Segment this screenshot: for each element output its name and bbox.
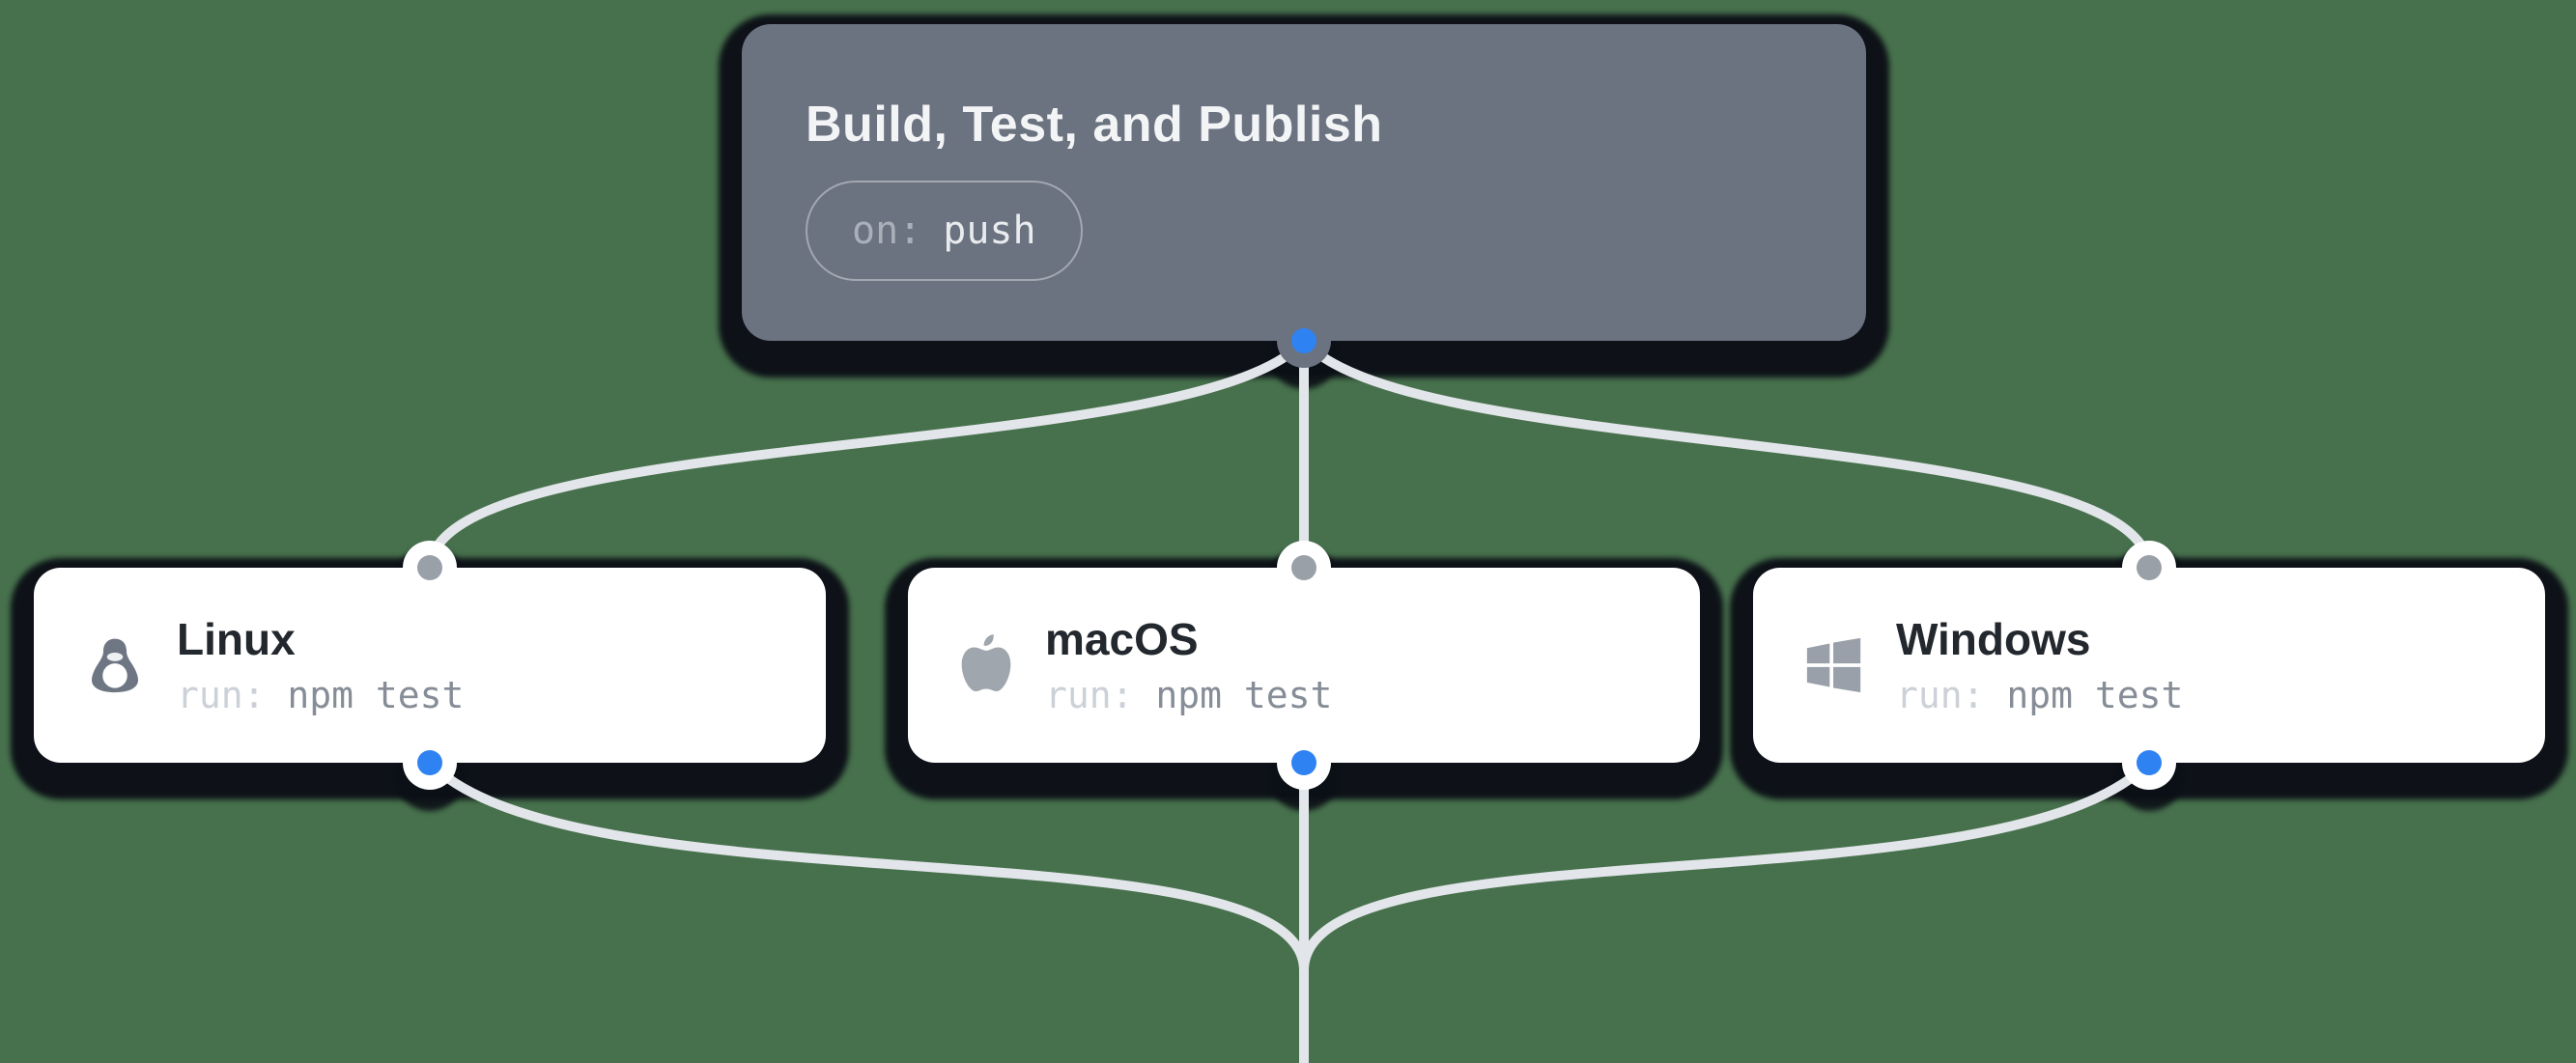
badge-key: on:: [852, 209, 922, 253]
badge-value: push: [943, 209, 1036, 253]
windows-output-port: [2137, 750, 2162, 775]
run-value: npm test: [287, 674, 465, 716]
trigger-output-port: [1291, 328, 1316, 353]
windows-input-port: [2137, 555, 2162, 580]
run-value: npm test: [1155, 674, 1333, 716]
windows-icon: [1805, 636, 1863, 694]
job-run-command: run: npm test: [1896, 675, 2183, 715]
edge-linux-next: [425, 758, 1309, 1063]
trigger-title: Build, Test, and Publish: [806, 97, 1383, 153]
trigger-node[interactable]: Build, Test, and Publish on: push: [742, 24, 1866, 341]
job-node-linux[interactable]: Linux run: npm test: [34, 568, 826, 763]
edge-trigger-linux: [425, 336, 1309, 574]
run-key: run:: [177, 674, 266, 716]
job-title: Linux: [177, 614, 296, 664]
job-node-macos[interactable]: macOS run: npm test: [908, 568, 1700, 763]
linux-output-port: [417, 750, 442, 775]
trigger-event-badge: on: push: [806, 181, 1083, 281]
job-run-command: run: npm test: [177, 675, 464, 715]
run-key: run:: [1045, 674, 1134, 716]
apple-icon: [960, 633, 1012, 697]
job-node-windows[interactable]: Windows run: npm test: [1753, 568, 2545, 763]
linux-tux-icon: [86, 633, 144, 697]
run-value: npm test: [2006, 674, 2184, 716]
run-key: run:: [1896, 674, 1985, 716]
edge-trigger-windows: [1299, 336, 2154, 574]
macos-input-port: [1291, 555, 1316, 580]
macos-output-port: [1291, 750, 1316, 775]
linux-input-port: [417, 555, 442, 580]
job-title: Windows: [1896, 614, 2091, 664]
job-title: macOS: [1045, 614, 1199, 664]
job-run-command: run: npm test: [1045, 675, 1332, 715]
edge-windows-next: [1299, 758, 2154, 1063]
